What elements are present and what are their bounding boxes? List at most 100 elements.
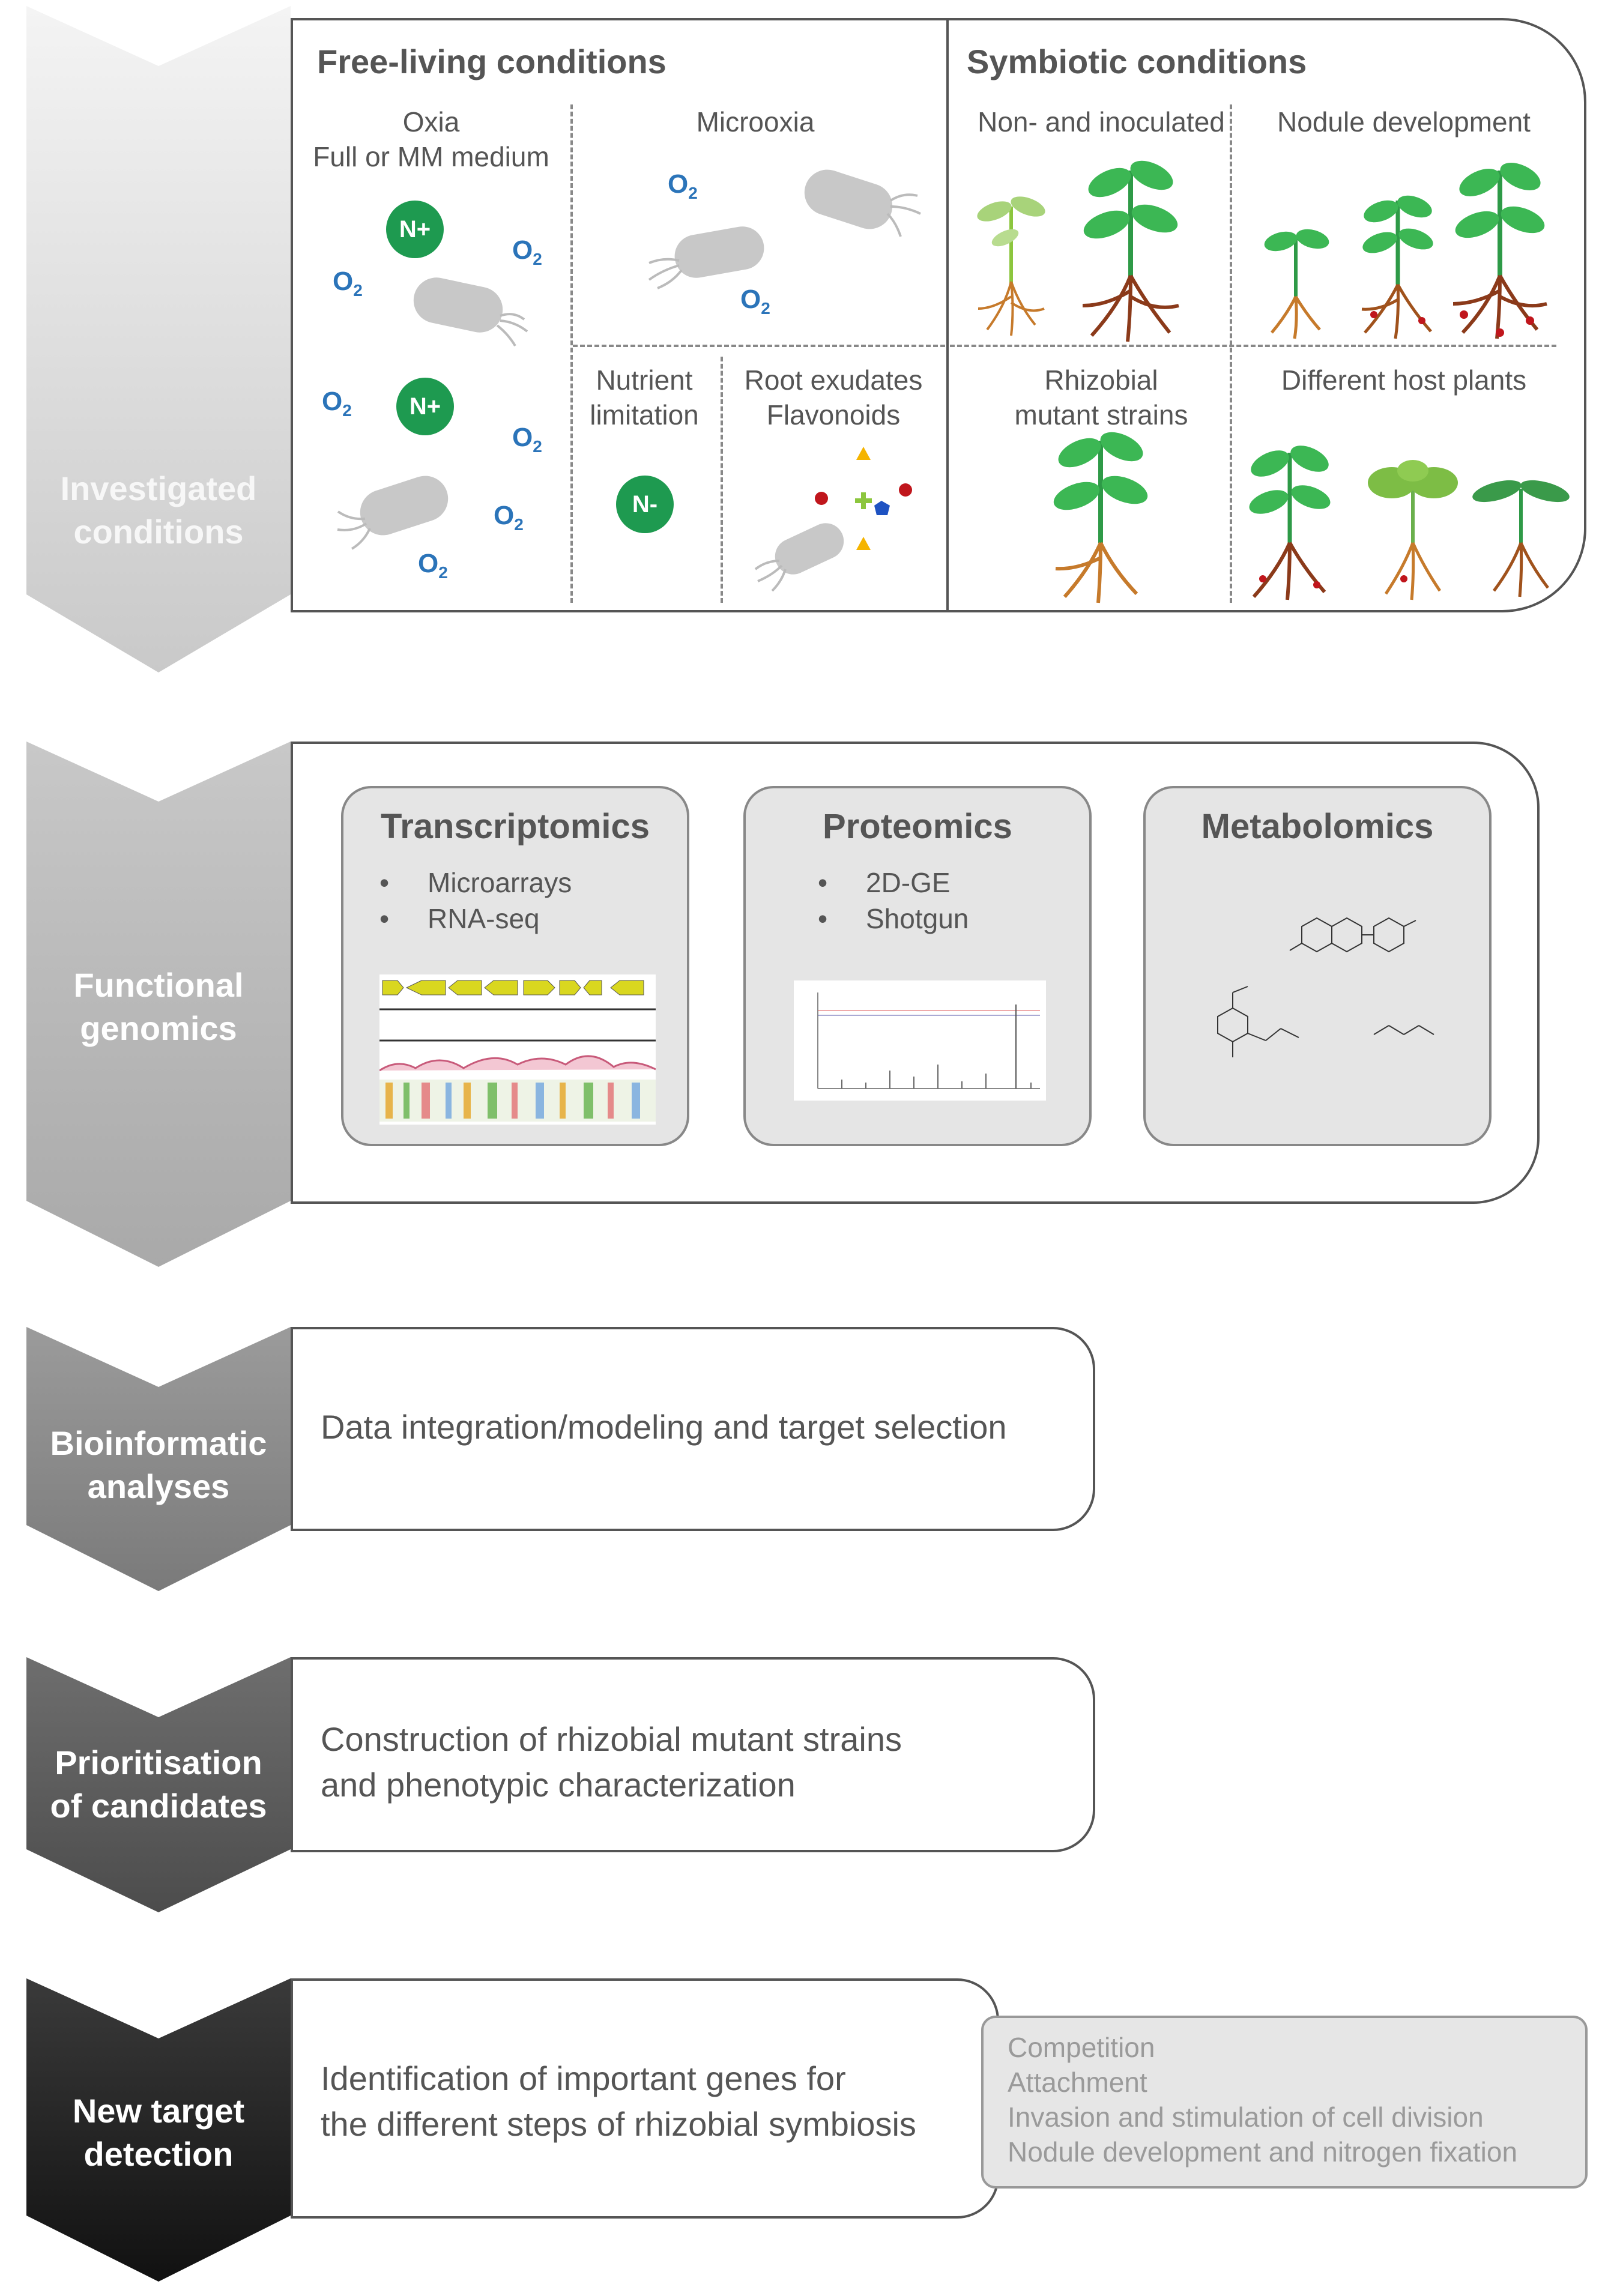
proteomics-item-1: 2D-GE [866, 867, 951, 898]
prioritisation-line2: and phenotypic characterization [321, 1766, 796, 1804]
rhizobial-mutant-label: Rhizobial mutant strains [951, 363, 1251, 432]
step-attachment: Attachment [1008, 2067, 1147, 2098]
host-plant-1-icon [1249, 446, 1331, 600]
nitrogen-plus-badge: N+ [386, 201, 444, 258]
divider-nutrient [721, 357, 723, 603]
stage-label-line2: detection [83, 2135, 234, 2173]
host-plant-3-icon [1472, 480, 1570, 597]
new-target-line1: Identification of important genes for [321, 2059, 846, 2097]
free-living-title: Free-living conditions [317, 43, 666, 80]
bullet-item: • [818, 867, 828, 898]
root-line2: Flavonoids [766, 399, 901, 431]
stage-arrow-new-target [26, 1978, 291, 2282]
oxygen-label: O2 [740, 285, 770, 318]
nodule-stage3-icon [1452, 163, 1547, 339]
section-divider [946, 20, 949, 610]
nitrogen-plus-badge: N+ [396, 378, 454, 435]
bioinformatic-text: Data integration/modeling and target sel… [321, 1408, 1007, 1446]
stage-label-line2: conditions [73, 513, 244, 551]
root-exudates-label: Root exudates Flavonoids [725, 363, 942, 432]
new-target-panel: Identification of important genes for th… [291, 1978, 999, 2219]
oxygen-label: O2 [418, 549, 448, 582]
stage-arrows [26, 6, 291, 2282]
bullet-item: • [379, 903, 390, 934]
stage-label-line1: Prioritisation [55, 1744, 262, 1781]
mutant-strain-plant-icon [1053, 432, 1148, 603]
proteomics-title: Proteomics [823, 807, 1012, 846]
metabolite-structures-icon [1217, 917, 1434, 1057]
nutrient-limitation-label: Nutrient limitation [575, 363, 713, 432]
oxygen-label: O2 [494, 501, 524, 534]
step-competition: Competition [1008, 2032, 1155, 2063]
stage-label-line1: New target [72, 2092, 245, 2130]
stage-label-line2: analyses [87, 1467, 230, 1505]
new-target-text: Identification of important genes for th… [321, 2056, 916, 2147]
oxygen-label: O2 [512, 423, 542, 456]
metabolomics-card: Metabolomics [1143, 786, 1492, 1146]
root-line1: Root exudates [744, 364, 923, 396]
divider-oxia [570, 104, 573, 603]
nodule-stage1-icon [1264, 229, 1329, 339]
seedling-uninoculated-icon [977, 196, 1045, 336]
divider-symbiotic [1230, 104, 1232, 603]
new-target-line2: the different steps of rhizobial symbios… [321, 2105, 916, 2143]
stage-arrow-prioritisation [26, 1657, 291, 1912]
bacterium-icon [413, 277, 528, 347]
oxygen-label: O2 [322, 387, 352, 420]
oxia-line2: Full or MM medium [313, 141, 549, 172]
nutrient-line2: limitation [590, 399, 699, 431]
oxia-label: Oxia Full or MM medium [293, 104, 569, 174]
bioinformatic-panel: Data integration/modeling and target sel… [291, 1327, 1095, 1531]
different-hosts-label: Different host plants [1281, 364, 1527, 396]
divider-microoxia [573, 345, 945, 347]
nutrient-line1: Nutrient [596, 364, 693, 396]
metabolomics-title: Metabolomics [1201, 807, 1434, 846]
stage-label-prioritisation: Prioritisation of candidates [26, 1741, 291, 1828]
divider-symbiotic-h [950, 345, 1556, 347]
stage-label-line2: of candidates [50, 1787, 267, 1825]
stage-arrow-investigated [26, 6, 291, 672]
conditions-panel: Free-living conditions Symbiotic conditi… [291, 18, 1586, 612]
stage-label-functional: Functional genomics [26, 964, 291, 1050]
prioritisation-text: Construction of rhizobial mutant strains… [321, 1717, 902, 1808]
non-inoculated-label: Non- and inoculated [978, 106, 1225, 137]
bacterium-icon [754, 523, 844, 592]
stage-label-bioinformatic: Bioinformatic analyses [26, 1422, 291, 1508]
stage-label-investigated: Investigated conditions [26, 467, 291, 554]
prioritisation-line1: Construction of rhizobial mutant strains [321, 1720, 902, 1758]
symbiotic-title: Symbiotic conditions [967, 43, 1307, 80]
oxygen-label: O2 [668, 169, 698, 202]
mass-spectrum-thumbnail [794, 980, 1046, 1101]
prioritisation-panel: Construction of rhizobial mutant strains… [291, 1657, 1095, 1852]
transcriptomics-item-2: RNA-seq [428, 903, 540, 934]
nodule-development-label: Nodule development [1277, 106, 1531, 137]
step-nodule-development: Nodule development and nitrogen fixation [1008, 2136, 1518, 2168]
nodule-stage2-icon [1361, 195, 1433, 339]
proteomics-item-2: Shotgun [866, 903, 969, 934]
transcriptomics-item-1: Microarrays [428, 867, 572, 898]
bullet-item: • [379, 867, 390, 898]
seedling-inoculated-icon [1082, 160, 1179, 342]
nitrogen-minus-badge: N- [616, 476, 674, 533]
transcriptomics-title: Transcriptomics [380, 807, 650, 846]
stage-label-line1: Investigated [60, 470, 257, 507]
stage-label-line1: Bioinformatic [50, 1424, 267, 1462]
step-invasion: Invasion and stimulation of cell divisio… [1008, 2101, 1484, 2133]
stage-arrow-bioinformatic [26, 1327, 291, 1591]
stage-label-new-target: New target detection [26, 2089, 291, 2176]
oxygen-label: O2 [512, 235, 542, 268]
flavonoid-molecules-icon [815, 447, 912, 550]
stage-label-line2: genomics [80, 1009, 237, 1047]
stage-label-line1: Functional [73, 966, 244, 1004]
bacterium-icon [648, 226, 764, 289]
transcriptomics-card: Transcriptomics • Microarrays • RNA-seq [341, 786, 689, 1146]
oxia-line1: Oxia [402, 106, 460, 137]
functional-genomics-panel: Transcriptomics • Microarrays • RNA-seq [291, 742, 1540, 1204]
stage-arrow-functional [26, 742, 291, 1267]
symbiosis-steps-box: Competition Attachment Invasion and stim… [981, 2016, 1588, 2189]
bacterium-icon [804, 169, 921, 237]
rhizobial-line2: mutant strains [1014, 399, 1188, 431]
steps-list: Competition Attachment Invasion and stim… [1008, 2030, 1517, 2169]
proteomics-card: Proteomics • 2D-GE • Shotgun [743, 786, 1092, 1146]
rhizobial-line1: Rhizobial [1044, 364, 1158, 396]
